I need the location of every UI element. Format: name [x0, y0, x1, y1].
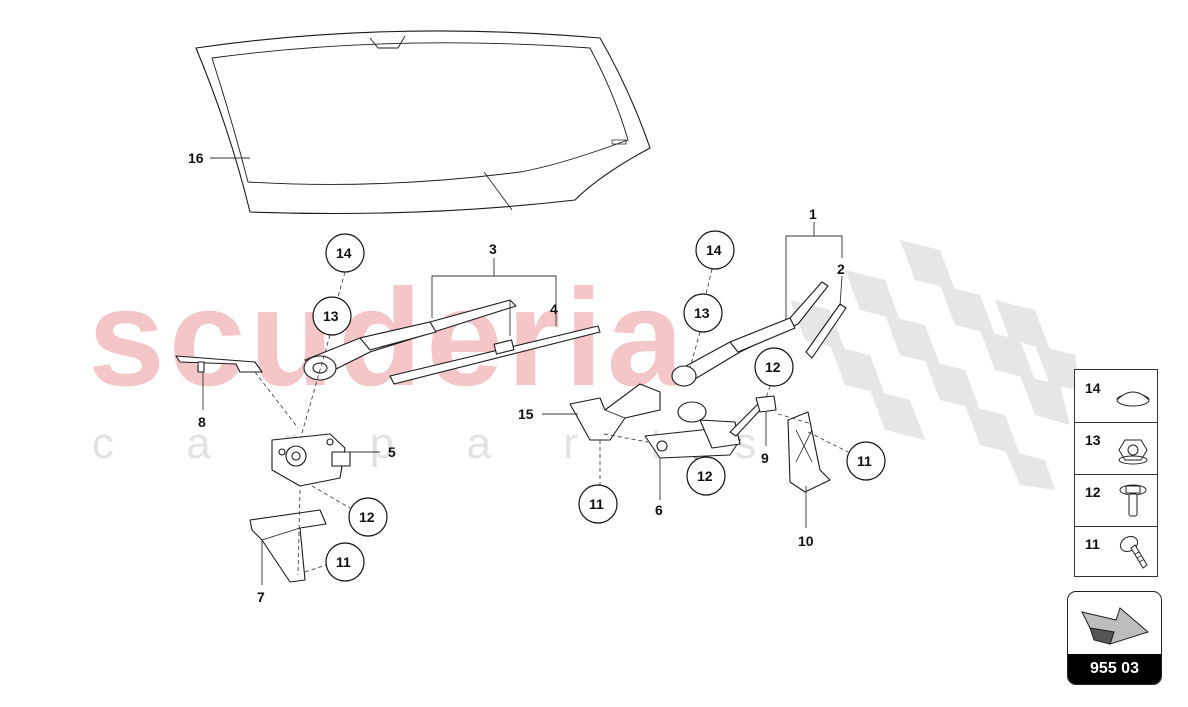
bolt-icon	[1119, 484, 1147, 517]
callout-16: 16	[188, 150, 204, 166]
clip-9	[755, 395, 777, 413]
circle-right-12b: 12	[697, 468, 713, 484]
circle-left-14: 14	[336, 245, 352, 261]
legend-number: 12	[1085, 484, 1101, 500]
circle-left-11: 11	[336, 554, 351, 570]
callout-8: 8	[198, 414, 206, 430]
legend-number: 11	[1085, 536, 1100, 552]
circle-right-12a: 12	[765, 359, 781, 375]
callout-4: 4	[550, 301, 558, 317]
callout-15: 15	[518, 406, 534, 422]
legend-number: 14	[1085, 380, 1101, 396]
legend-number: 13	[1085, 432, 1101, 448]
watermark-sub: c a r p a r t s	[92, 419, 787, 468]
left-wiper-arm	[303, 299, 517, 381]
bracket-8	[175, 355, 263, 373]
callout-5: 5	[388, 444, 396, 460]
callout-7: 7	[257, 589, 265, 605]
callout-9: 9	[761, 450, 769, 466]
legend-row-11: 11	[1075, 526, 1157, 578]
callout-1: 1	[809, 206, 817, 222]
bracket-7	[249, 509, 327, 583]
fastener-legend: 14 13 12 11	[1074, 369, 1158, 577]
legend-row-13: 13	[1075, 422, 1157, 475]
left-wiper-motor	[271, 433, 351, 487]
callout-10: 10	[798, 533, 814, 549]
watermark-checker-flag	[790, 240, 1080, 490]
circle-right-14: 14	[706, 242, 722, 258]
cap-icon	[1116, 391, 1150, 407]
circle-right-13: 13	[694, 305, 710, 321]
bracket-10	[787, 411, 831, 493]
right-wiper-motor-linkage	[644, 401, 763, 459]
callout-3: 3	[489, 241, 497, 257]
legend-row-12: 12	[1075, 474, 1157, 527]
screw-icon	[1119, 535, 1148, 569]
right-wiper-blade	[805, 303, 847, 359]
circle-left-12: 12	[359, 509, 375, 525]
circle-right-11a: 11	[589, 496, 604, 512]
left-wiper-blade	[389, 325, 601, 385]
circle-right-11b: 11	[857, 453, 872, 469]
nut-icon	[1118, 439, 1148, 465]
callout-6: 6	[655, 502, 663, 518]
windscreen	[195, 30, 651, 215]
direction-arrow-icon	[1081, 607, 1150, 645]
diagram-code: 955 03	[1068, 654, 1161, 684]
right-wiper-arm	[671, 281, 829, 387]
circle-left-13: 13	[323, 308, 339, 324]
callout-2: 2	[837, 261, 845, 277]
diagram-code-box: 955 03	[1067, 591, 1162, 685]
legend-row-14: 14	[1075, 370, 1157, 423]
